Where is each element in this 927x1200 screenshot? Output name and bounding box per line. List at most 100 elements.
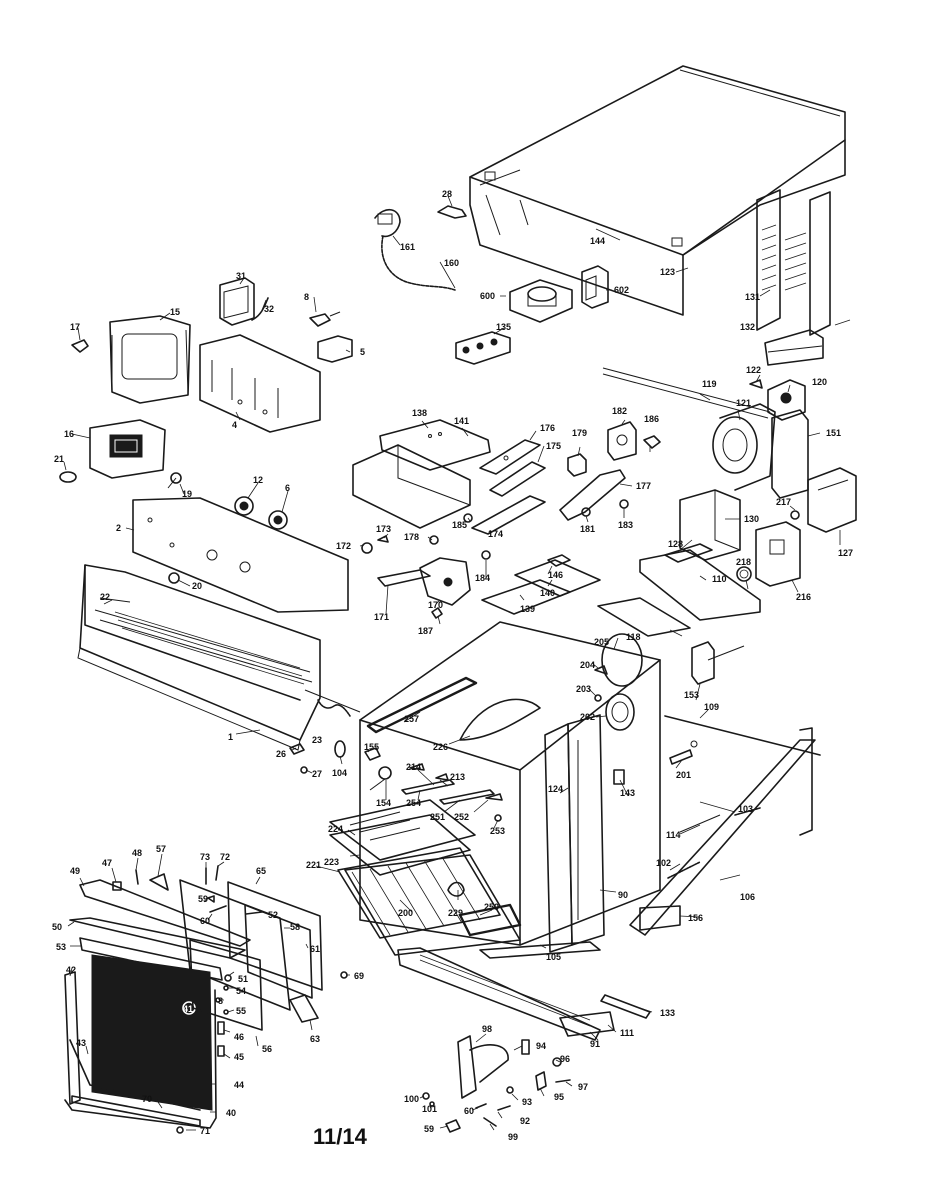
motor-31 (219, 277, 255, 326)
thermostat-153 (691, 641, 745, 685)
label-17: 17 (70, 322, 80, 332)
label-97: 97 (578, 1082, 588, 1092)
sensor-154 (369, 766, 392, 791)
fan-600 (509, 279, 573, 323)
screw-184 (481, 550, 491, 560)
label-72: 72 (220, 852, 230, 862)
screw-54 (223, 985, 229, 991)
screw-187 (431, 607, 443, 619)
clip-214 (409, 763, 425, 771)
screw-183 (619, 499, 629, 509)
label-60b: 60 (464, 1106, 474, 1116)
rod-109 (664, 715, 821, 756)
label-51: 51 (238, 974, 248, 984)
label-12: 12 (253, 475, 263, 485)
label-224: 224 (328, 824, 343, 834)
label-28: 28 (442, 189, 452, 199)
label-257: 257 (404, 714, 419, 724)
front-90 (544, 723, 573, 953)
label-69: 69 (354, 971, 364, 981)
label-173: 173 (376, 524, 391, 534)
label-218: 218 (736, 557, 751, 567)
label-111: 111 (620, 1028, 634, 1038)
harness-161 (374, 209, 401, 238)
screw-72 (215, 865, 219, 881)
nut-59 (207, 895, 215, 903)
screw-71 (176, 1126, 184, 1134)
cap-186 (643, 435, 661, 449)
top-110 (639, 549, 761, 621)
label-174: 174 (488, 529, 503, 539)
relay-5 (317, 335, 353, 363)
pin-99 (483, 1117, 497, 1127)
label-59b: 59 (424, 1124, 434, 1134)
label-32: 32 (264, 304, 274, 314)
shield-141 (379, 419, 491, 471)
spring-103 (734, 807, 761, 816)
label-52: 52 (268, 910, 278, 920)
backguard-1 (77, 564, 321, 751)
label-133: 133 (660, 1008, 675, 1018)
label-213: 213 (450, 772, 465, 782)
fan-121 (712, 403, 776, 491)
clip-45 (217, 1045, 225, 1057)
label-2: 2 (116, 523, 121, 533)
box-216 (755, 521, 801, 587)
bracket-176 (479, 439, 541, 475)
label-42: 42 (66, 965, 76, 975)
label-95: 95 (554, 1092, 564, 1102)
label-118: 118 (626, 632, 641, 642)
label-217: 217 (776, 497, 791, 507)
nut-59b (445, 1119, 461, 1133)
label-46: 46 (234, 1032, 244, 1042)
label-130: 130 (744, 514, 759, 524)
label-8b: 8 (218, 996, 223, 1006)
label-58: 58 (290, 922, 300, 932)
screw-55 (223, 1009, 229, 1015)
label-101: 101 (422, 1104, 437, 1114)
element-257 (366, 676, 478, 734)
light-202 (605, 693, 635, 731)
label-250: 250 (484, 902, 499, 912)
panel-61 (244, 904, 313, 999)
knob-17 (71, 339, 89, 353)
hinge-63 (289, 994, 319, 1023)
bracket-175 (489, 461, 546, 497)
washer-100 (422, 1092, 430, 1100)
housing-138 (352, 444, 471, 529)
label-114: 114 (666, 830, 681, 840)
label-65: 65 (256, 866, 266, 876)
bolt-60b (475, 1103, 487, 1109)
label-120: 120 (812, 377, 827, 387)
nut-96 (552, 1057, 562, 1067)
label-49: 49 (70, 866, 80, 876)
label-48: 48 (132, 848, 142, 858)
switch-143 (613, 769, 625, 785)
clip-252 (485, 793, 503, 801)
label-221: 221 (306, 860, 321, 870)
label-55: 55 (236, 1006, 246, 1016)
hinge-98 (457, 1035, 509, 1099)
label-146: 146 (548, 570, 563, 580)
rod-133 (600, 994, 651, 1019)
rack-221 (337, 847, 501, 939)
label-139: 139 (520, 604, 535, 614)
clip-46 (217, 1021, 225, 1035)
label-71: 71 (200, 1126, 210, 1136)
lamp-104 (334, 740, 346, 758)
liner-200 (344, 854, 521, 956)
label-90: 90 (618, 890, 628, 900)
label-179: 179 (572, 428, 587, 438)
label-204: 204 (580, 660, 595, 670)
label-143: 143 (620, 788, 635, 798)
switch-146 (547, 554, 571, 567)
label-59: 59 (198, 894, 208, 904)
label-70: 70 (142, 1094, 152, 1104)
label-8: 8 (304, 292, 309, 302)
pan-223 (329, 814, 471, 876)
label-91: 91 (590, 1039, 600, 1049)
frame-43 (69, 1039, 201, 1111)
label-226: 226 (433, 742, 448, 752)
label-160: 160 (444, 258, 459, 268)
label-138: 138 (412, 408, 427, 418)
